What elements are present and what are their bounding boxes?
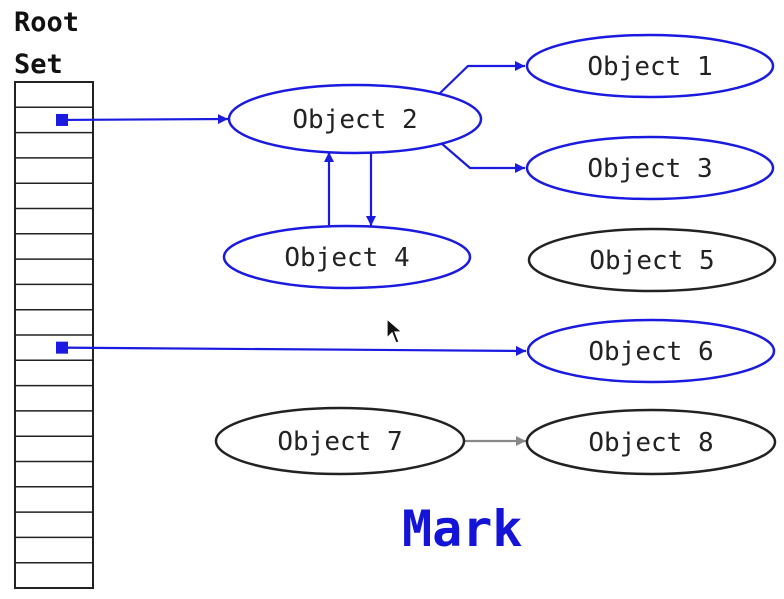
reference-arrow-root-slot-2-to-obj2 [61, 114, 229, 125]
object-ellipse [525, 33, 775, 99]
reference-arrow-root-slot-11-to-obj6 [61, 345, 527, 356]
object-node-obj2: Object 2 [227, 83, 483, 155]
object-label: Object 8 [588, 428, 713, 458]
object-node-obj6: Object 6 [526, 318, 776, 384]
object-nodes: Object 1 Object 2 Object 3 Object 4 Object 5… [214, 33, 777, 476]
object-ellipse [526, 318, 776, 384]
object-ellipse [214, 406, 466, 476]
object-label: Object 2 [292, 105, 417, 135]
object-label: Object 6 [588, 337, 713, 367]
object-label: Object 5 [589, 246, 714, 276]
reference-edges [56, 61, 527, 446]
root-set-title: Root Set [14, 2, 79, 86]
root-set-title-line1: Root [14, 7, 80, 38]
object-ellipse [222, 224, 472, 290]
root-slot-2-pointer [56, 113, 68, 126]
object-node-obj1: Object 1 [525, 33, 775, 99]
object-ellipse [525, 408, 777, 476]
object-label: Object 4 [284, 243, 409, 273]
object-ellipse [227, 83, 483, 155]
object-node-obj7: Object 7 [214, 406, 466, 476]
root-slot-11-pointer [56, 341, 68, 354]
reference-arrow-obj2-to-obj3 [440, 142, 525, 173]
reference-arrow-obj2-to-obj1 [436, 61, 525, 97]
mouse-pointer-icon [386, 318, 404, 344]
object-label: Object 7 [277, 427, 402, 457]
root-set-title-line2: Set [14, 49, 63, 80]
object-node-obj8: Object 8 [525, 408, 777, 476]
object-label: Object 3 [587, 154, 712, 184]
object-ellipse [525, 135, 775, 201]
object-node-obj5: Object 5 [527, 227, 777, 293]
object-ellipse [527, 227, 777, 293]
root-set-table [14, 81, 94, 589]
object-node-obj4: Object 4 [222, 224, 472, 290]
object-label: Object 1 [587, 52, 712, 82]
object-node-obj3: Object 3 [525, 135, 775, 201]
phase-caption: Mark [402, 500, 523, 558]
